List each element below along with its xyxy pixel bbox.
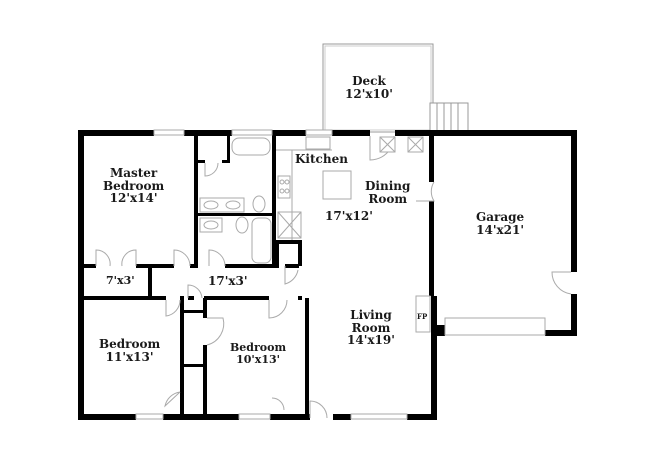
room-living: Living Room 14'x19' <box>347 309 395 347</box>
deck-stairs <box>429 102 469 133</box>
room-garage: Garage 14'x21' <box>476 211 524 236</box>
room-size: 14'x21' <box>476 222 525 237</box>
room-name-line1: Master <box>109 166 158 180</box>
room-name: Garage <box>476 210 525 224</box>
room-master-bedroom: Master Bedroom 12'x14' <box>103 167 164 205</box>
room-name: Kitchen <box>295 152 348 166</box>
room-name-line2: Room <box>351 320 391 335</box>
room-size: 11'x13' <box>105 349 154 364</box>
deck-outline <box>322 43 434 133</box>
room-name-line1: Dining <box>365 179 411 193</box>
room-kitchen: Kitchen <box>295 153 348 166</box>
room-bedroom-2: Bedroom 11'x13' <box>99 338 160 363</box>
room-size: 7'x3' <box>106 274 135 287</box>
windows <box>135 129 546 420</box>
room-name-line1: Living <box>350 308 392 322</box>
room-name: Deck <box>352 74 386 88</box>
room-closet: 7'x3' <box>106 275 135 287</box>
room-hall: 17'x3' <box>208 275 248 288</box>
door-swings <box>95 135 572 419</box>
room-deck: Deck 12'x10' <box>345 75 393 100</box>
interior-walls <box>84 133 309 418</box>
room-name-line2: Bedroom <box>103 178 165 193</box>
fireplace-label: FP <box>417 312 428 321</box>
room-dining: Dining Room <box>365 180 410 205</box>
room-size: 17'x3' <box>208 274 248 288</box>
exterior-walls <box>78 130 577 420</box>
room-dining-size: 17'x12' <box>325 210 373 223</box>
room-size: 17'x12' <box>325 209 373 223</box>
room-name: Bedroom <box>99 337 161 351</box>
room-size: 10'x13' <box>236 352 281 366</box>
room-size: 12'x10' <box>345 86 393 101</box>
room-name: Bedroom <box>230 341 287 354</box>
room-bedroom-3: Bedroom 10'x13' <box>230 342 286 365</box>
room-name-line2: Room <box>368 191 408 206</box>
room-size: 14'x19' <box>347 333 395 348</box>
fixtures <box>199 136 431 333</box>
room-size: 12'x14' <box>109 191 158 206</box>
